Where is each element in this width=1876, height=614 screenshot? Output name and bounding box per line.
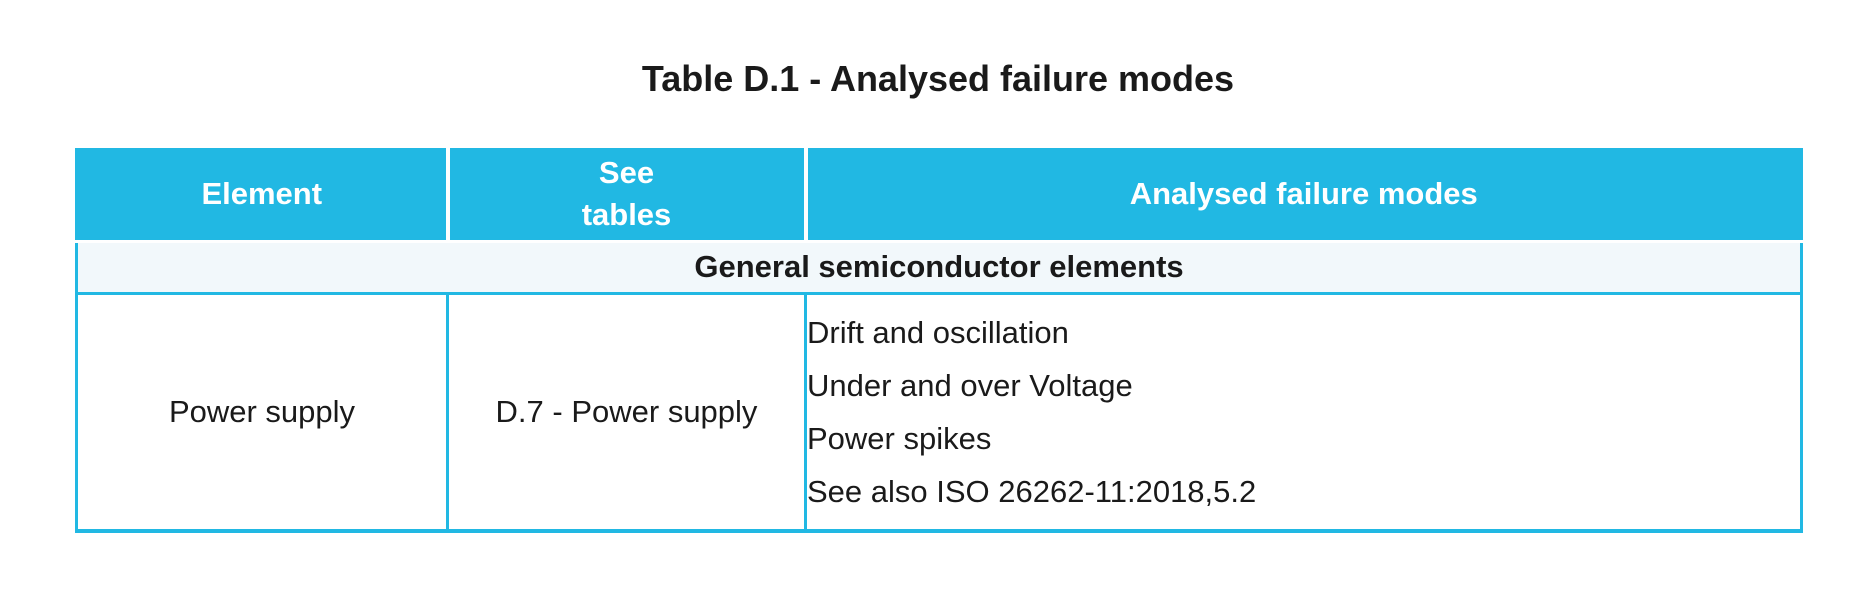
column-header-analysed-failure-modes: Analysed failure modes xyxy=(803,148,1802,243)
page: { "title": "Table D.1 - Analysed failure… xyxy=(0,58,1876,614)
section-header-cell: General semiconductor elements xyxy=(76,241,1802,295)
cell-see-tables: D.7 - Power supply xyxy=(446,291,807,533)
table-row: Power supply D.7 - Power supply Drift an… xyxy=(75,291,1803,533)
failure-mode-item: Drift and oscillation xyxy=(807,314,1069,350)
cell-element: Power supply xyxy=(75,291,449,533)
analysed-failure-modes-table: Element See tables Analysed failure mode… xyxy=(75,148,1803,533)
page-title: Table D.1 - Analysed failure modes xyxy=(641,58,1235,99)
column-header-element: Element xyxy=(76,148,448,243)
failure-mode-item: Under and over Voltage xyxy=(807,367,1133,403)
failure-mode-item: Power spikes xyxy=(807,420,992,456)
table-header-row: Element See tables Analysed failure mode… xyxy=(76,148,1802,243)
section-header-row: General semiconductor elements xyxy=(76,241,1802,295)
column-header-see-tables: See tables xyxy=(445,148,806,243)
cell-failure-modes: Drift and oscillation Under and over Vol… xyxy=(804,291,1803,533)
failure-mode-item: See also ISO 26262-11:2018,5.2 xyxy=(807,473,1257,509)
